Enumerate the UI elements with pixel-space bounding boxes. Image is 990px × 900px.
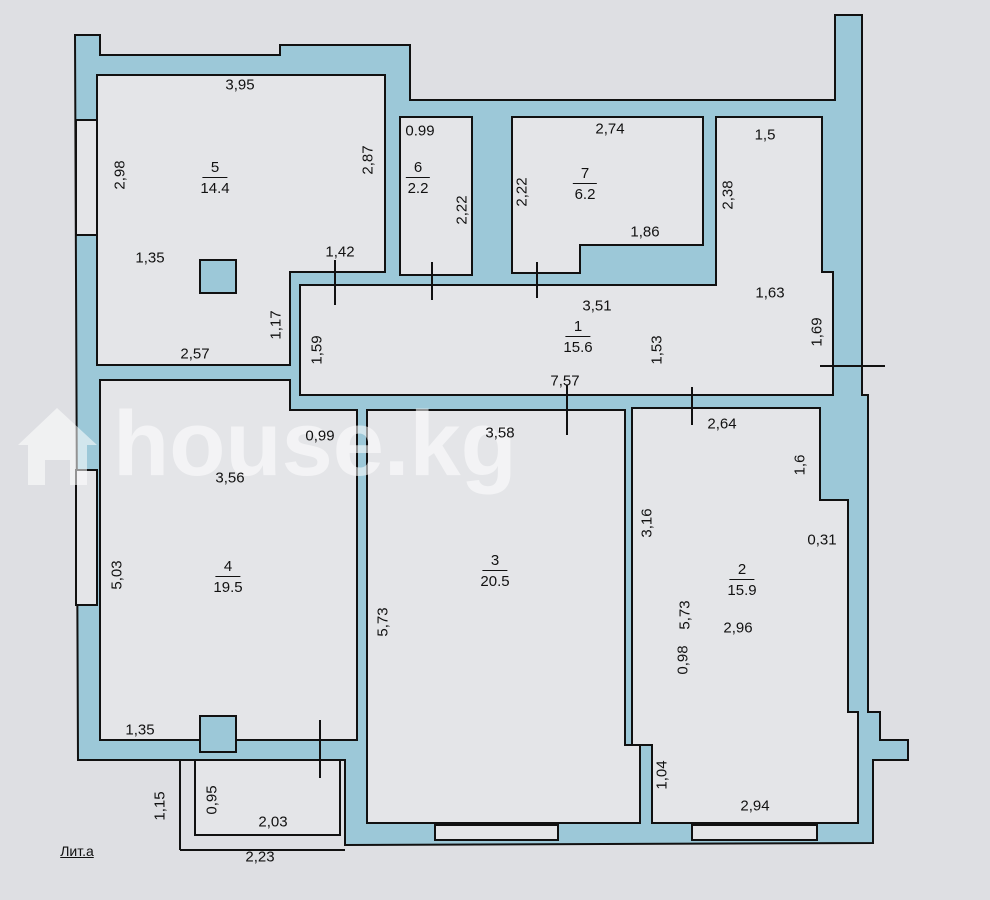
window bbox=[434, 824, 559, 841]
dimension-label: 3,16 bbox=[638, 508, 656, 538]
dimension-label: 1,86 bbox=[630, 223, 660, 241]
dimension-label: 2,22 bbox=[513, 177, 531, 207]
dimension-label: 1,5 bbox=[754, 126, 776, 144]
dimension-label: 1,6 bbox=[791, 454, 809, 476]
room-6 bbox=[399, 116, 473, 276]
dimension-label: 2,03 bbox=[258, 813, 288, 831]
house-logo-icon bbox=[18, 407, 97, 485]
room-5 bbox=[96, 74, 386, 366]
dimension-label: 0,99 bbox=[305, 427, 335, 445]
dimension-label: 3,58 bbox=[485, 424, 515, 442]
dimension-label: 2,64 bbox=[707, 415, 737, 433]
dimension-label: 2,23 bbox=[245, 848, 275, 866]
dimension-label: 2,22 bbox=[453, 195, 471, 225]
dimension-label: 1,17 bbox=[267, 310, 285, 340]
dimension-label: 2,74 bbox=[595, 120, 625, 138]
balcony bbox=[194, 759, 341, 836]
dimension-label: 3,51 bbox=[582, 297, 612, 315]
window bbox=[75, 119, 98, 236]
vent-shaft bbox=[199, 715, 237, 753]
dimension-label: 0,31 bbox=[807, 531, 837, 549]
dimension-label: 1,63 bbox=[755, 284, 785, 302]
dimension-label: 1,35 bbox=[125, 721, 155, 739]
dimension-label: 1,59 bbox=[308, 335, 326, 365]
dimension-label: 1,04 bbox=[653, 760, 671, 790]
dimension-label: 2,57 bbox=[180, 345, 210, 363]
watermark-text: house.kg bbox=[113, 393, 517, 495]
dimension-label: 2,94 bbox=[740, 797, 770, 815]
dimension-label: 1,69 bbox=[808, 317, 826, 347]
dimension-label: 1,15 bbox=[151, 791, 169, 821]
dimension-label: 5,73 bbox=[676, 600, 694, 630]
room-4 bbox=[99, 379, 358, 741]
room-7 bbox=[511, 116, 704, 274]
dimension-label: 2,98 bbox=[111, 160, 129, 190]
room-1 bbox=[299, 116, 834, 396]
watermark: house.kg bbox=[10, 392, 517, 497]
dimension-label: 5,03 bbox=[108, 560, 126, 590]
dimension-label: 1,42 bbox=[325, 243, 355, 261]
dimension-label: 1,53 bbox=[648, 335, 666, 365]
dimension-label: 7,57 bbox=[550, 372, 580, 390]
room-2 bbox=[631, 407, 859, 824]
dimension-label: 0.99 bbox=[405, 122, 435, 140]
dimension-label: 0,98 bbox=[674, 645, 692, 675]
plan-title: Лит.а bbox=[60, 843, 94, 859]
dimension-label: 1,35 bbox=[135, 249, 165, 267]
dimension-label: 2,87 bbox=[359, 145, 377, 175]
dimension-label: 3,95 bbox=[225, 76, 255, 94]
vent-shaft bbox=[199, 259, 237, 294]
window bbox=[691, 824, 818, 841]
dimension-label: 0,95 bbox=[203, 785, 221, 815]
dimension-label: 5,73 bbox=[374, 607, 392, 637]
dimension-label: 3,56 bbox=[215, 469, 245, 487]
dimension-label: 2,96 bbox=[723, 619, 753, 637]
dimension-label: 2,38 bbox=[719, 180, 737, 210]
